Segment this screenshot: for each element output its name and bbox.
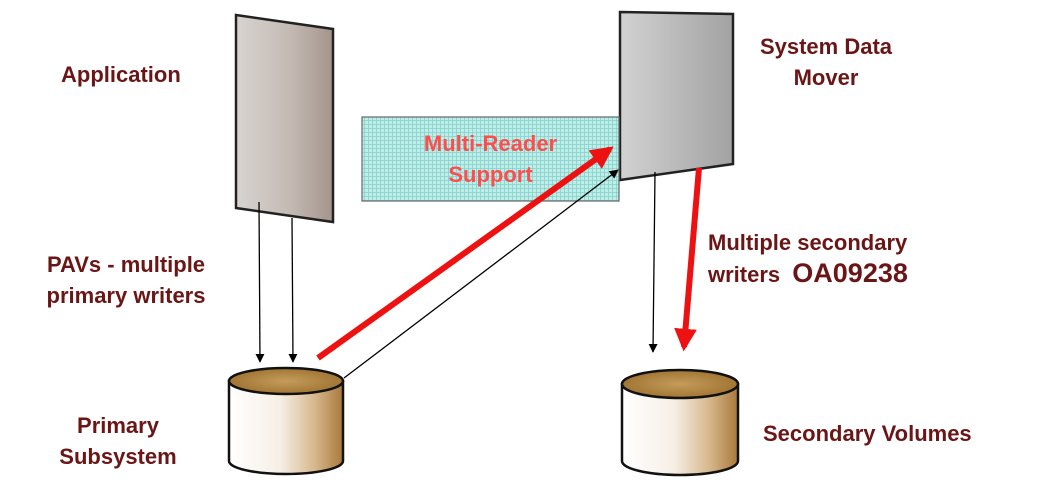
application-label: Application xyxy=(61,62,181,87)
multiple-secondary-line-1: Multiple secondary xyxy=(708,230,908,255)
primary-subsystem-line-1: Primary xyxy=(77,413,159,438)
secondary-volumes-cylinder xyxy=(620,368,740,477)
system-data-mover-line-2: Mover xyxy=(793,65,859,90)
primary-subsystem-line-2: Subsystem xyxy=(59,444,177,469)
multiple-secondary-writers-label: Multiple secondary writers OA09238 xyxy=(708,227,908,290)
multi-reader-line-2: Support xyxy=(448,162,533,187)
primary-subsystem-label: Primary Subsystem xyxy=(48,410,188,472)
multi-reader-note xyxy=(361,116,620,202)
secondary-volumes-label: Secondary Volumes xyxy=(763,421,972,446)
pavs-line-2: primary writers xyxy=(46,283,206,308)
sdm-to-secondary-arrow xyxy=(648,171,658,353)
multiple-secondary-line-2: writers OA09238 xyxy=(708,258,908,290)
writers-word: writers xyxy=(708,262,781,287)
apar-number: OA09238 xyxy=(792,258,908,288)
app-to-primary-arrow-2 xyxy=(288,217,298,363)
primary-to-sdm-arrow xyxy=(343,169,619,379)
multi-reader-support-label: Multi-Reader Support xyxy=(362,128,619,190)
system-data-mover-line-1: System Data xyxy=(759,34,893,59)
system-data-mover-label: System Data Mover xyxy=(736,31,916,93)
pavs-line-1: PAVs - multiple xyxy=(46,252,206,277)
system-data-mover-box xyxy=(618,10,735,182)
application-box xyxy=(234,13,335,224)
app-to-primary-arrow-1 xyxy=(255,201,265,363)
multi-reader-line-1: Multi-Reader xyxy=(423,131,558,156)
primary-subsystem-cylinder xyxy=(227,366,345,476)
pavs-label: PAVs - multiple primary writers xyxy=(10,249,242,311)
secondary-writers-red-arrow xyxy=(674,167,702,352)
multi-reader-red-arrow xyxy=(316,146,614,361)
